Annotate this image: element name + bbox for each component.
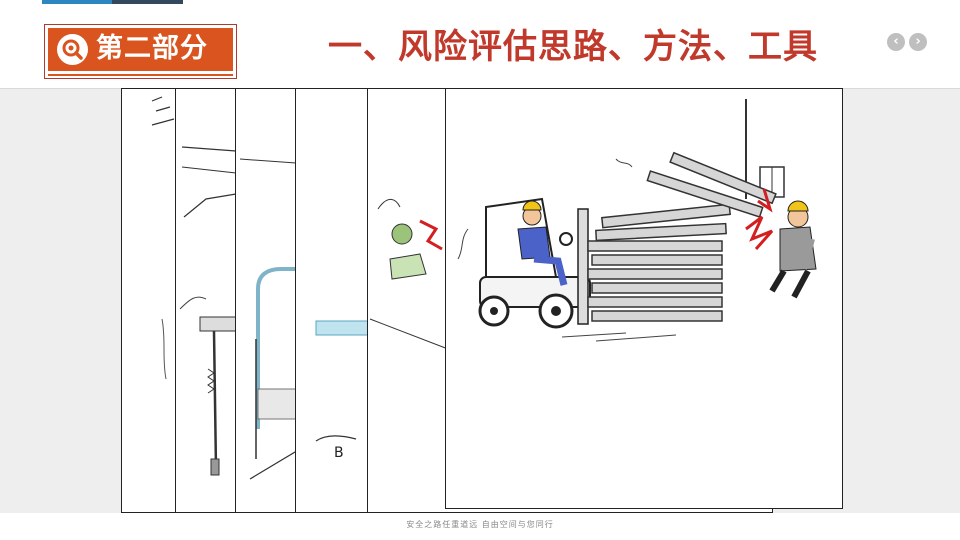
section-badge: 第二部分	[44, 24, 237, 79]
section-badge-fill: 第二部分	[48, 28, 233, 71]
next-slide-button[interactable]: ›	[909, 33, 927, 51]
slide-footer: 安全之路任重道远 自由空间与您同行	[0, 513, 960, 540]
illustration-card-3	[235, 88, 301, 513]
illustration-card-2	[175, 88, 241, 513]
magnifier-icon	[57, 34, 88, 65]
previous-slide-button[interactable]: ‹	[887, 33, 905, 51]
top-accent-bar-dark	[112, 0, 183, 4]
illustration-label-b: B	[334, 445, 344, 461]
footer-slogan: 安全之路任重道远 自由空间与您同行	[406, 520, 554, 529]
top-accent-bar	[42, 0, 112, 4]
section-badge-underline	[48, 74, 233, 76]
section-badge-label: 第二部分	[96, 33, 208, 64]
illustration-card-4: B	[295, 88, 373, 513]
illustration-card-1	[121, 88, 181, 513]
forklift-accident-illustration	[445, 88, 843, 509]
slide-title: 一、风险评估思路、方法、工具	[328, 27, 818, 67]
